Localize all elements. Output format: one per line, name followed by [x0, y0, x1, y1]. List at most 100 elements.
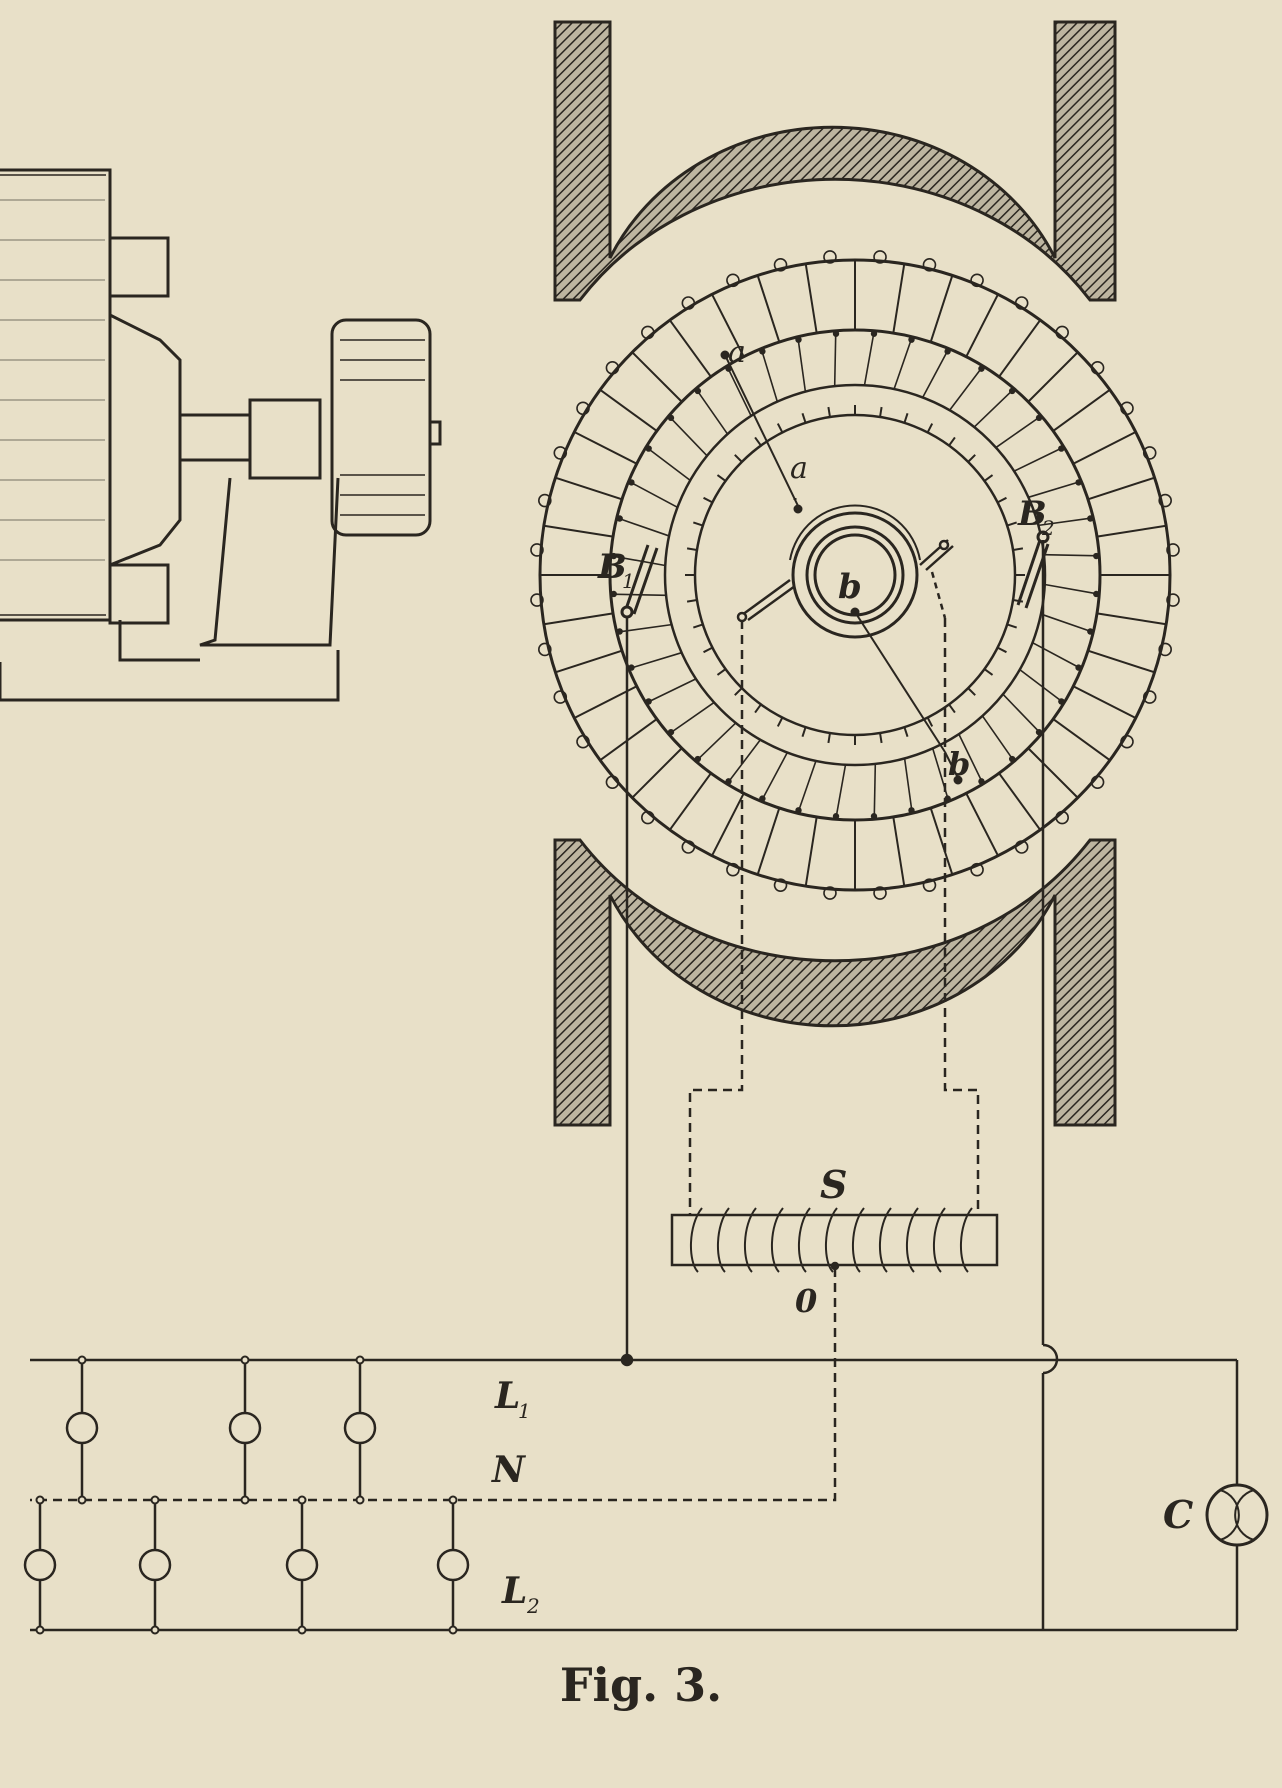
label-l2: L — [501, 1570, 527, 1612]
winding-loop — [1014, 296, 1029, 310]
lead-dot — [667, 728, 675, 736]
commutator-segment — [693, 623, 704, 629]
commutator-segment — [983, 668, 994, 676]
commutator-rings — [789, 498, 921, 639]
commutator-lead — [1028, 480, 1082, 499]
commutator-lead — [726, 739, 762, 785]
commutator-segment — [967, 454, 976, 463]
coil-turn — [797, 1207, 811, 1273]
label-b2: B — [1017, 494, 1047, 534]
commutator-lead — [958, 733, 984, 785]
winding-loop — [641, 325, 655, 340]
coil-turn — [959, 1207, 973, 1273]
winding-turn — [669, 319, 712, 378]
lead-dot — [628, 479, 635, 486]
pole-block-top — [108, 236, 170, 298]
winding-turn — [929, 807, 954, 875]
tap-point — [150, 1625, 160, 1635]
winding-loop — [1142, 446, 1157, 460]
winding-turn — [756, 275, 781, 343]
winding-turn — [669, 772, 712, 831]
winding-turn — [599, 389, 658, 432]
commutator-segment — [879, 732, 883, 744]
winding-turn — [998, 319, 1041, 378]
commutator-lead — [616, 623, 672, 633]
winding-loop — [773, 258, 788, 272]
winding-turn — [631, 351, 683, 403]
winding-turn — [1027, 351, 1079, 403]
label-b2-sub: 2 — [1041, 516, 1055, 540]
lead-dot — [616, 628, 623, 635]
commutator-lead — [995, 415, 1042, 449]
lead-dot — [616, 515, 623, 522]
bearing-housing — [109, 313, 182, 567]
label-l1: L — [494, 1375, 520, 1417]
brush-b1 — [620, 544, 659, 619]
winding-loop — [530, 593, 544, 607]
winding-turn — [892, 263, 906, 334]
lamp — [138, 1548, 172, 1582]
lead-dot — [1093, 590, 1100, 598]
commutator-lead — [695, 722, 737, 762]
lead-dot — [944, 348, 951, 355]
winding-turn — [555, 649, 623, 674]
tap-point — [150, 1495, 160, 1505]
tap-point — [77, 1355, 87, 1365]
commutator-lead — [628, 480, 678, 509]
winding-loop — [605, 775, 620, 789]
tap-point — [240, 1495, 250, 1505]
lead-dot — [1008, 755, 1016, 763]
lamp — [228, 1411, 262, 1445]
commutator-segment — [734, 454, 743, 463]
lead-dot — [1035, 414, 1043, 422]
winding-turn — [1096, 524, 1167, 538]
winding-loop — [873, 886, 887, 900]
commutator-lead — [981, 715, 1015, 762]
lead-dot — [1058, 445, 1065, 452]
winding-loop — [1090, 361, 1105, 375]
label-b-outer: b — [948, 745, 970, 783]
winding-loop — [1166, 543, 1180, 557]
tap-point — [448, 1625, 458, 1635]
winding-loop — [1120, 734, 1134, 749]
commutator-lead — [1032, 641, 1082, 670]
winding-turn — [1087, 476, 1155, 501]
wire-dashed-left — [688, 620, 744, 1215]
winding-turn — [804, 263, 818, 334]
ab-connectors — [720, 350, 963, 785]
winding-loop — [1014, 840, 1029, 854]
brush-b2 — [1016, 530, 1050, 609]
lead-dot — [759, 348, 766, 355]
tap-point — [448, 1495, 458, 1505]
winding-turn — [1087, 649, 1155, 674]
lead-dot — [694, 755, 702, 763]
lead-dot — [908, 807, 915, 814]
pole-block-bottom — [108, 563, 170, 625]
lead-dot — [1075, 664, 1082, 671]
lead-dot — [832, 330, 840, 337]
label-b1: B — [597, 547, 627, 587]
lead-dot — [1075, 479, 1082, 486]
winding-loop — [681, 840, 696, 854]
commutator-segment — [983, 474, 994, 482]
commutator-lead — [1043, 553, 1100, 557]
commutator-lead — [695, 388, 729, 435]
winding-turn — [892, 816, 906, 887]
winding-loop — [605, 361, 620, 375]
winding-turn — [1027, 747, 1079, 799]
winding-turn — [1052, 389, 1111, 432]
label-zero: 0 — [795, 1282, 817, 1320]
winding-loop — [538, 493, 552, 508]
winding-loop — [553, 446, 568, 460]
commutator-lead — [903, 758, 913, 814]
winding-turn — [965, 293, 999, 358]
winding-turn — [599, 718, 658, 761]
lead-dot — [795, 807, 802, 814]
commutator-segment — [686, 547, 698, 551]
commutator-segment — [827, 406, 831, 418]
coil-turn — [716, 1207, 730, 1273]
tap-point — [35, 1625, 45, 1635]
commutator-segment — [967, 687, 976, 696]
winding-loop — [681, 296, 696, 310]
